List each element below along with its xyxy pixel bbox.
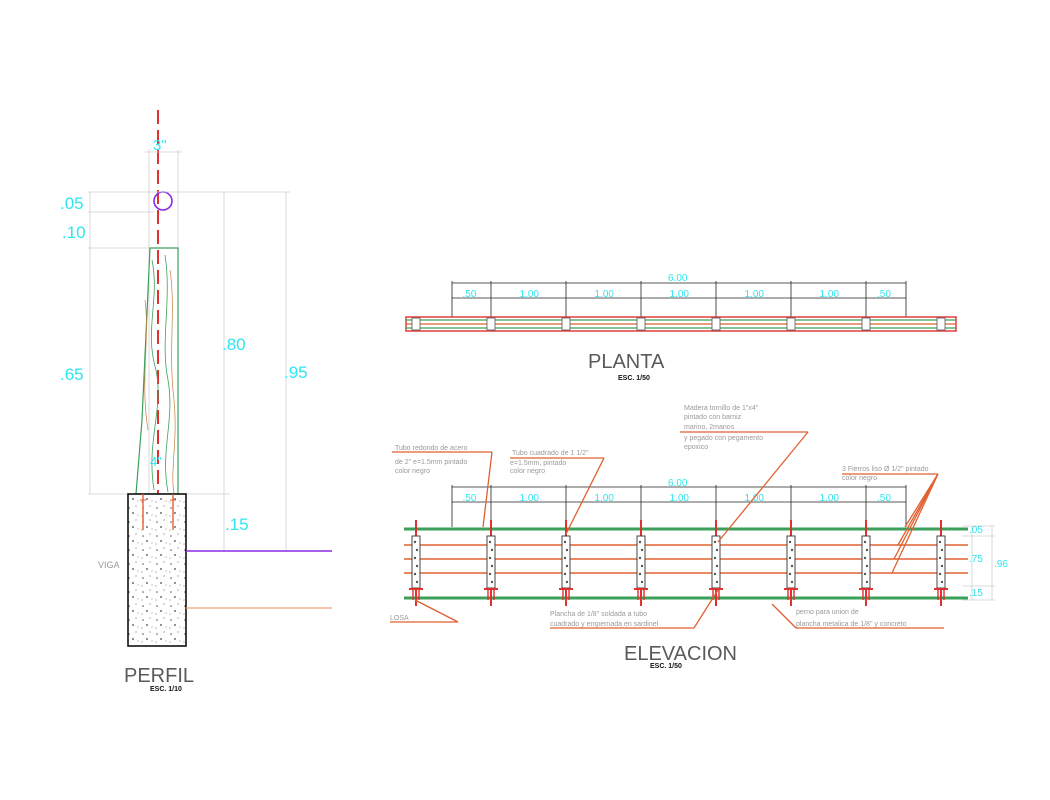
perfil-dim-95: .95 bbox=[284, 363, 308, 382]
note-plancha: Plancha de 1/8" soldada a tubo cuadrado … bbox=[550, 611, 659, 628]
perfil-dim-4in: 4" bbox=[150, 454, 162, 469]
elevacion-dimension-ticks bbox=[451, 485, 907, 527]
span-label: 1.00 bbox=[670, 289, 690, 300]
span-label: 1.00 bbox=[520, 493, 540, 504]
span-label: 1.00 bbox=[670, 493, 690, 504]
elevacion-title: ELEVACION bbox=[624, 643, 737, 665]
planta-title: PLANTA bbox=[588, 351, 665, 373]
planta-post bbox=[861, 317, 871, 331]
span-label: .50 bbox=[463, 289, 477, 300]
elevacion-post bbox=[934, 520, 948, 606]
planta-total: 6.00 bbox=[668, 273, 688, 284]
span-label: 1.00 bbox=[595, 493, 615, 504]
elevacion-span-labels: .50 1.00 1.00 1.00 1.00 1.00 .50 bbox=[463, 493, 892, 504]
planta-post bbox=[786, 317, 796, 331]
elevacion-post bbox=[784, 520, 798, 606]
elevacion-posts bbox=[409, 520, 948, 606]
perfil-label-viga: VIGA bbox=[98, 560, 120, 570]
planta-post bbox=[486, 317, 496, 331]
planta-post bbox=[411, 317, 421, 331]
span-label: .50 bbox=[463, 493, 477, 504]
handrail-tube bbox=[153, 191, 173, 211]
annotation-leaders bbox=[390, 431, 944, 629]
planta-post bbox=[636, 317, 646, 331]
concrete-beam bbox=[127, 493, 187, 647]
span-label: 1.00 bbox=[520, 289, 540, 300]
elevacion-post bbox=[709, 520, 723, 606]
perfil-dim-10: .10 bbox=[62, 223, 86, 242]
note-tubo-cuadrado: Tubo cuadrado de 1 1/2" e=1.5mm, pintado… bbox=[510, 450, 591, 475]
elevacion-post bbox=[484, 520, 498, 606]
elevacion-post bbox=[559, 520, 573, 606]
span-label: 1.00 bbox=[745, 493, 765, 504]
span-label: .50 bbox=[877, 493, 891, 504]
planta-scale: ESC. 1/50 bbox=[618, 375, 650, 382]
elevacion-post bbox=[409, 520, 423, 606]
perfil-dim-15: .15 bbox=[225, 515, 249, 534]
note-madera: Madera tornillo de 1"x4" pintado con bar… bbox=[684, 405, 765, 451]
elev-dim-15: .15 bbox=[969, 588, 983, 599]
planta-posts bbox=[411, 317, 946, 331]
perfil-dim-80: .80 bbox=[222, 335, 246, 354]
span-label: 1.00 bbox=[820, 289, 840, 300]
perfil-dim-3in: 3" bbox=[153, 137, 167, 154]
elevacion-total: 6.00 bbox=[668, 478, 688, 489]
elev-dim-75: .75 bbox=[969, 554, 983, 565]
planta-dimension-ticks bbox=[451, 281, 907, 318]
note-tubo-redondo: Tubo redondo de acero de 2" e=1.5mm pint… bbox=[395, 445, 469, 475]
note-fierros: 3 Fierros liso Ø 1/2" pintado color negr… bbox=[842, 466, 930, 482]
note-perno: perno para union de plancha metalica de … bbox=[796, 609, 907, 628]
span-label: 1.00 bbox=[820, 493, 840, 504]
planta-span-labels: .50 1.00 1.00 1.00 1.00 1.00 .50 bbox=[463, 289, 892, 300]
perfil-view: 3" .05 .10 .65 .80 .95 .15 4" VIG bbox=[60, 110, 332, 693]
planta-post bbox=[711, 317, 721, 331]
note-losa: LOSA bbox=[390, 615, 409, 622]
perfil-scale: ESC. 1/10 bbox=[150, 686, 182, 693]
perfil-title: PERFIL bbox=[124, 665, 194, 687]
planta-view: 6.00 .50 1.00 1.00 1.00 1.00 1.00 .50 PLANTA E… bbox=[405, 273, 957, 382]
span-label: 1.00 bbox=[745, 289, 765, 300]
elevacion-post bbox=[634, 520, 648, 606]
elevacion-scale: ESC. 1/50 bbox=[650, 663, 682, 670]
perfil-dim-05: .05 bbox=[60, 194, 84, 213]
span-label: 1.00 bbox=[595, 289, 615, 300]
span-label: .50 bbox=[877, 289, 891, 300]
perfil-dim-65: .65 bbox=[60, 365, 84, 384]
elevacion-post bbox=[859, 520, 873, 606]
elev-dim-96: .96 bbox=[994, 559, 1008, 570]
planta-post bbox=[561, 317, 571, 331]
planta-post bbox=[936, 317, 946, 331]
elev-dim-05: .05 bbox=[969, 525, 983, 536]
